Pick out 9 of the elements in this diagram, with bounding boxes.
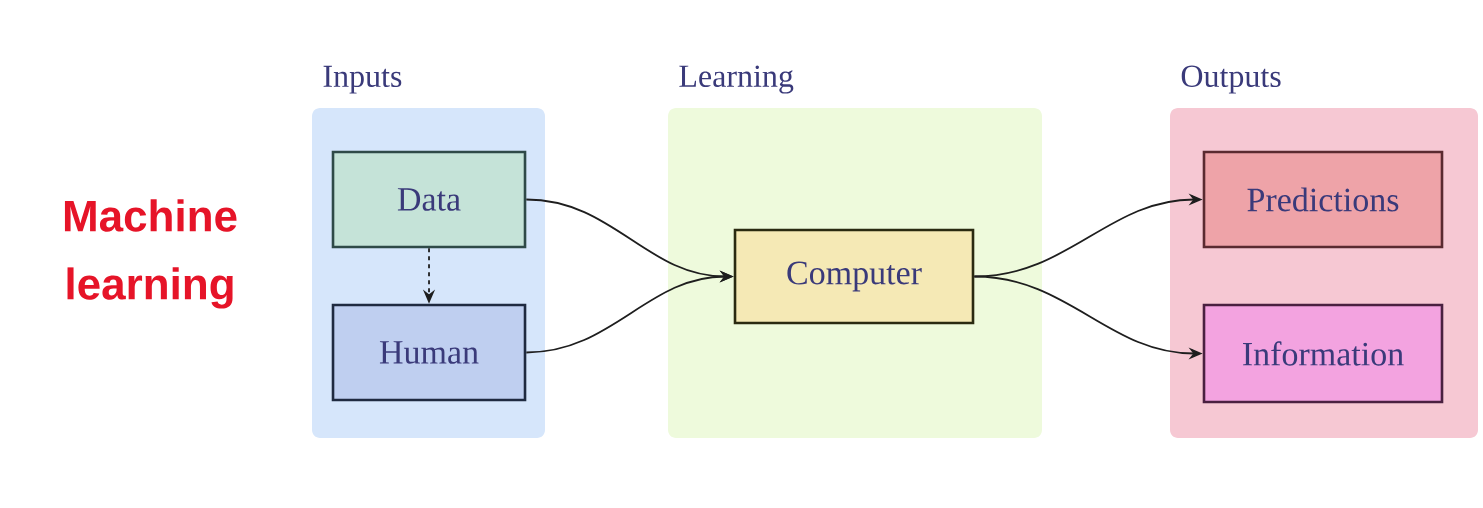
title-text: Machine learning xyxy=(64,199,237,309)
node-label: Outputs xyxy=(1181,65,1281,94)
node-label: Learning xyxy=(679,65,794,94)
process-box: Computer xyxy=(733,228,975,325)
process-box: Information xyxy=(1202,303,1444,404)
process-box: Data xyxy=(331,150,527,249)
node-label: Inputs xyxy=(323,65,402,94)
process-box: Predictions xyxy=(1202,150,1444,249)
process-box: Human xyxy=(331,303,527,402)
